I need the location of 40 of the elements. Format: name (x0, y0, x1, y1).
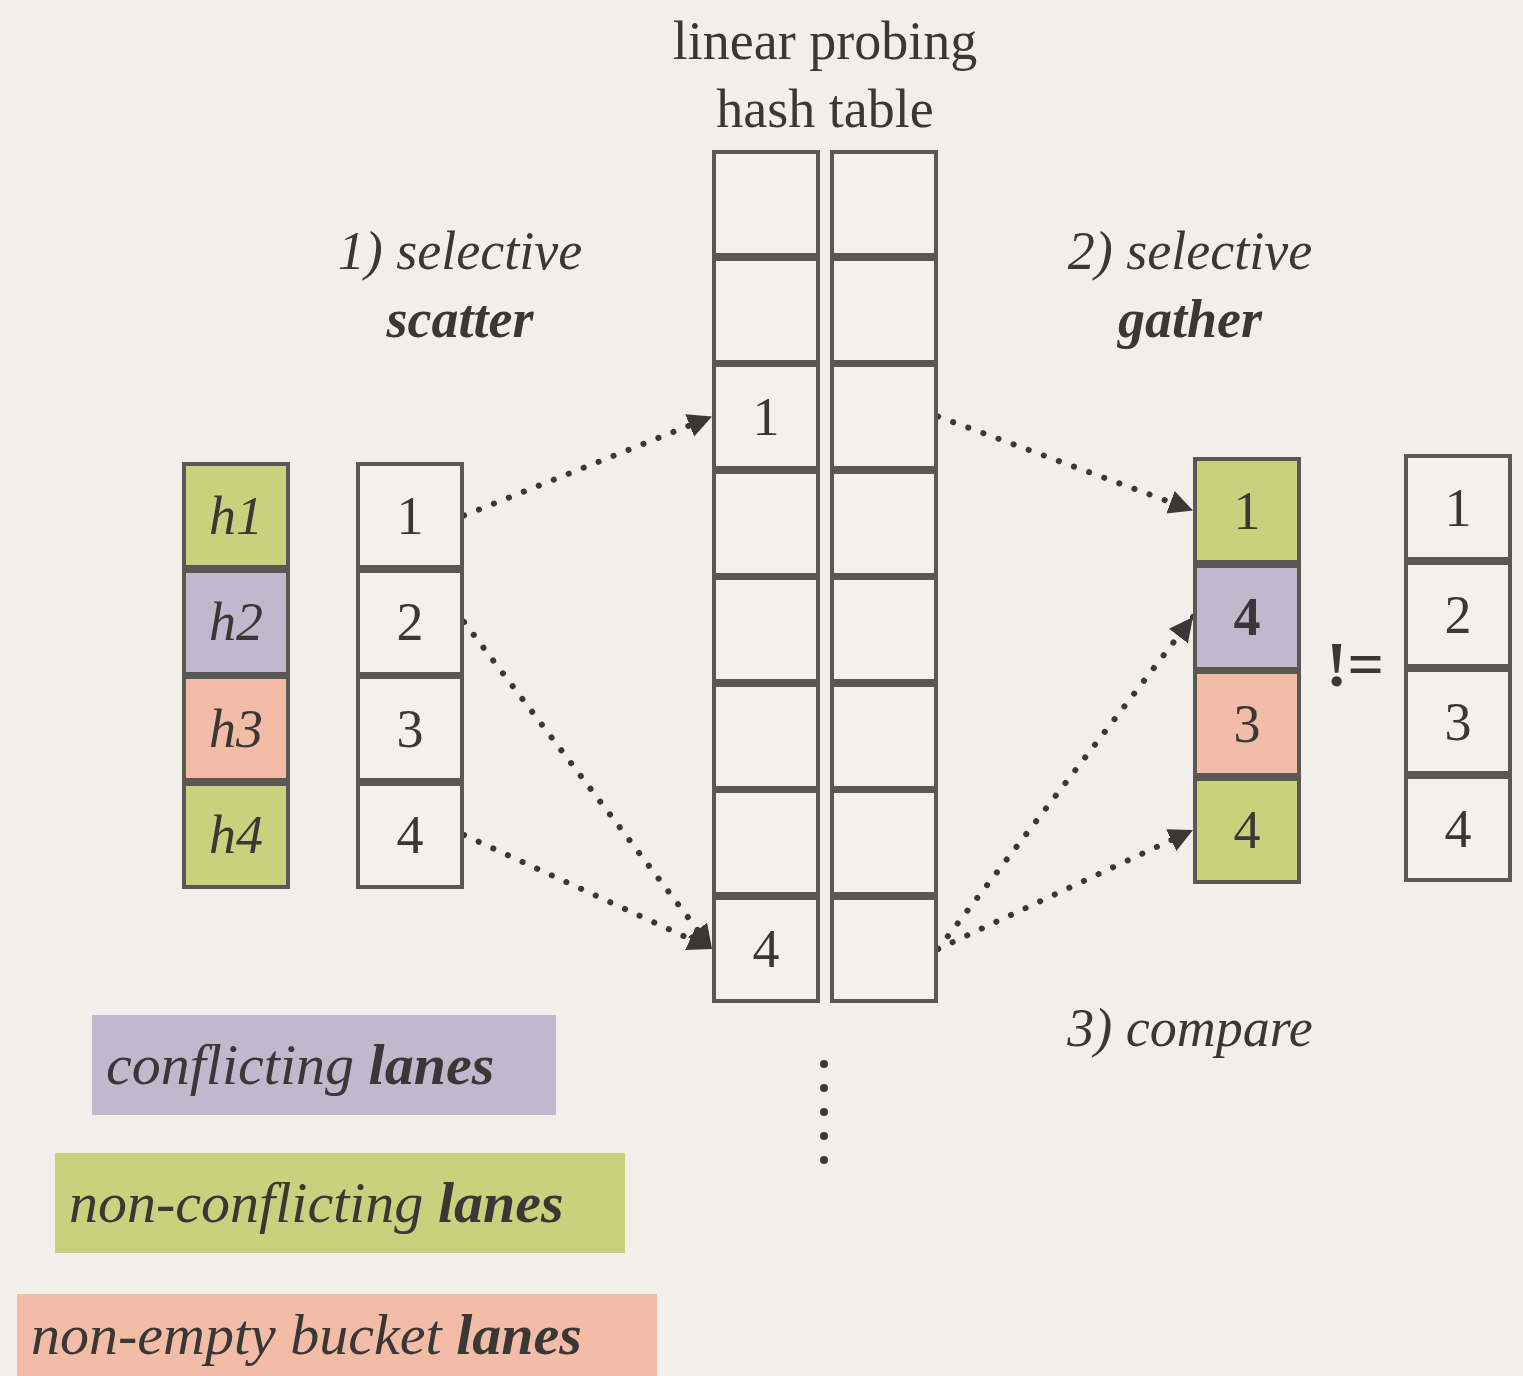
array-cell: 4 (1193, 563, 1301, 671)
table-cell (712, 150, 820, 257)
legend-entry: conflicting lanes (92, 1015, 556, 1115)
table-cell (830, 469, 938, 577)
array-cell: 1 (712, 363, 820, 470)
array-cell: 2 (356, 568, 464, 676)
legend-entry: non-conflicting lanes (55, 1153, 625, 1253)
table-cell (830, 895, 938, 1003)
step-label: 3) compare (1066, 997, 1314, 1060)
table-cell (712, 576, 820, 683)
step-label: 1) selective scatter (336, 220, 584, 351)
array-cell: 3 (356, 675, 464, 782)
table-cell (712, 682, 820, 790)
array-cell: 1 (1404, 454, 1512, 561)
table-cell (830, 363, 938, 470)
legend-entry: non-empty bucket lanes (17, 1294, 657, 1376)
array-cell: 3 (1404, 668, 1512, 775)
array-cell: 3 (1193, 670, 1301, 777)
array-cell: 4 (1404, 775, 1512, 882)
table-cell (712, 256, 820, 364)
table-cell (830, 150, 938, 257)
array-cell: 4 (712, 895, 820, 1003)
array-cell: h4 (182, 781, 290, 889)
array-cell: h1 (182, 462, 290, 569)
table-title: linear probing hash table (671, 10, 979, 141)
table-cell (712, 469, 820, 577)
table-cell (830, 256, 938, 364)
array-cell: 2 (1404, 561, 1512, 668)
table-cell (830, 789, 938, 896)
array-cell: 1 (1193, 457, 1301, 564)
table-cell (712, 789, 820, 896)
operator-label: != (1325, 628, 1385, 702)
array-cell: 1 (356, 462, 464, 569)
array-cell: h3 (182, 675, 290, 782)
array-cell: 4 (356, 781, 464, 889)
table-cell (830, 576, 938, 683)
table-cell (830, 682, 938, 790)
step-label: 2) selective gather (1066, 220, 1314, 351)
array-cell: 4 (1193, 776, 1301, 884)
array-cell: h2 (182, 568, 290, 676)
